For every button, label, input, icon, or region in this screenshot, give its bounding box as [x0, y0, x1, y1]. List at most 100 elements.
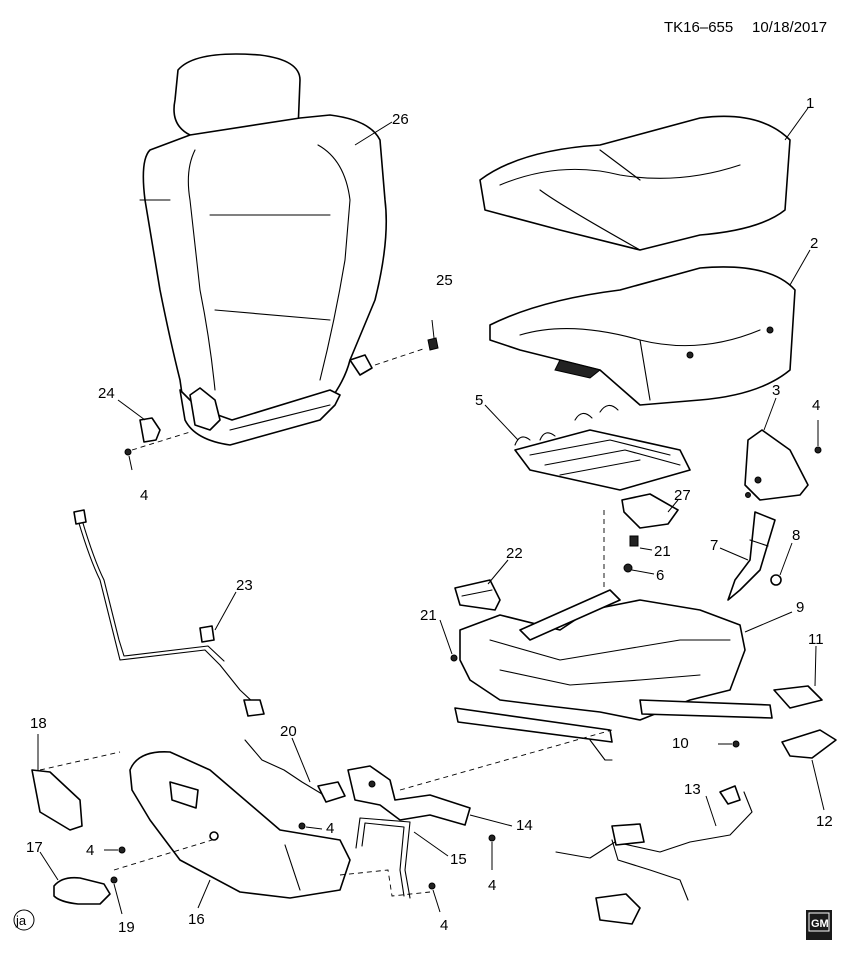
leader-12	[811, 759, 825, 811]
leader-3	[763, 397, 777, 431]
dash-18	[39, 751, 121, 771]
drawing-id: TK16–655	[664, 19, 733, 36]
callout-21-b: 21	[420, 607, 437, 624]
leader-5	[484, 404, 519, 441]
part-3-trim-panel	[744, 429, 809, 501]
callout-6: 6	[656, 567, 664, 584]
leader-8	[779, 542, 793, 576]
bolt-4-b	[814, 446, 822, 454]
dash-16	[113, 839, 213, 871]
leader-25	[431, 319, 435, 339]
callout-13: 13	[684, 781, 701, 798]
callout-24: 24	[98, 385, 115, 402]
callout-27: 27	[674, 487, 691, 504]
callout-17: 17	[26, 839, 43, 856]
bolt-4-d	[488, 834, 496, 842]
leader-17	[39, 851, 59, 881]
leader-6	[631, 569, 655, 575]
part-2-cushion-pad	[489, 266, 796, 406]
leader-11	[814, 645, 817, 687]
bolt-21-a	[629, 535, 639, 547]
dash-15	[339, 869, 431, 897]
callout-3: 3	[772, 382, 780, 399]
part-25-bolt	[427, 337, 439, 351]
bolt-4-e	[118, 846, 126, 854]
part-9-seat-frame	[454, 589, 773, 761]
leader-23	[214, 591, 237, 631]
leader-16	[197, 879, 211, 909]
nut-8	[770, 574, 782, 586]
screw-19	[110, 876, 118, 884]
leader-1	[784, 107, 809, 141]
dash-24	[131, 431, 191, 451]
leader-26	[354, 121, 393, 146]
leader-7	[719, 547, 749, 561]
part-20-switch-harness	[244, 739, 346, 803]
part-14-bracket	[347, 765, 471, 826]
bolt-21-b	[450, 654, 458, 662]
callout-4-b: 4	[812, 397, 820, 414]
callout-22: 22	[506, 545, 523, 562]
part-26-seat-back	[139, 53, 388, 446]
leader-22	[487, 559, 509, 585]
callout-23: 23	[236, 577, 253, 594]
part-23-wiring-harness	[73, 509, 265, 717]
part-27-clip	[621, 493, 679, 529]
leader-24	[117, 399, 146, 421]
leader-4a	[128, 455, 133, 471]
leader-9	[744, 611, 793, 633]
callout-12: 12	[816, 813, 833, 830]
part-16-side-shield	[129, 751, 351, 899]
callout-25: 25	[436, 272, 453, 289]
part-12-track-cover	[781, 729, 837, 759]
callout-1: 1	[806, 95, 814, 112]
artist-mark: ja	[15, 913, 27, 928]
callout-7: 7	[710, 537, 718, 554]
callout-21-a: 21	[654, 543, 671, 560]
part-11-side-trim	[773, 685, 823, 709]
leader-15	[413, 831, 449, 857]
callout-2: 2	[810, 235, 818, 252]
leader-14	[469, 814, 513, 827]
leader-20	[291, 737, 311, 783]
callout-5: 5	[475, 392, 483, 409]
gm-logo	[806, 910, 832, 940]
callout-14: 14	[516, 817, 533, 834]
artist-mark-circle	[13, 909, 35, 931]
callout-20: 20	[280, 723, 297, 740]
callout-4-a: 4	[140, 487, 148, 504]
callout-10: 10	[672, 735, 689, 752]
bolt-4-c	[298, 822, 306, 830]
part-1-cushion-cover	[479, 115, 791, 251]
callout-4-f: 4	[440, 917, 448, 934]
dash-14	[399, 729, 613, 791]
bolt-4-a	[124, 448, 132, 456]
part-17-knob	[53, 876, 111, 905]
nut-6	[623, 563, 633, 573]
drawing-date: 10/18/2017	[752, 19, 827, 36]
bolt-4-f	[428, 882, 436, 890]
part-18-cover	[31, 769, 83, 831]
part-5-spring-mat	[514, 404, 691, 491]
part-7-belt-buckle	[727, 511, 776, 601]
part-24-bracket	[139, 417, 161, 443]
callout-15: 15	[450, 851, 467, 868]
callout-11: 11	[808, 631, 824, 648]
callout-18: 18	[30, 715, 47, 732]
leader-13	[705, 795, 717, 827]
part-15-rod	[355, 817, 411, 899]
callout-8: 8	[792, 527, 800, 544]
part-13-seat-harness	[555, 785, 753, 925]
leader-19	[113, 883, 123, 915]
leader-21a	[639, 547, 653, 551]
callout-19: 19	[118, 919, 135, 936]
leader-2	[789, 249, 811, 286]
gm-logo-text: GM	[811, 918, 829, 930]
callout-4-e: 4	[86, 842, 94, 859]
callout-16: 16	[188, 911, 205, 928]
leader-21b	[439, 619, 453, 655]
callout-26: 26	[392, 111, 409, 128]
bolt-10	[732, 740, 740, 748]
leader-27	[667, 499, 679, 513]
